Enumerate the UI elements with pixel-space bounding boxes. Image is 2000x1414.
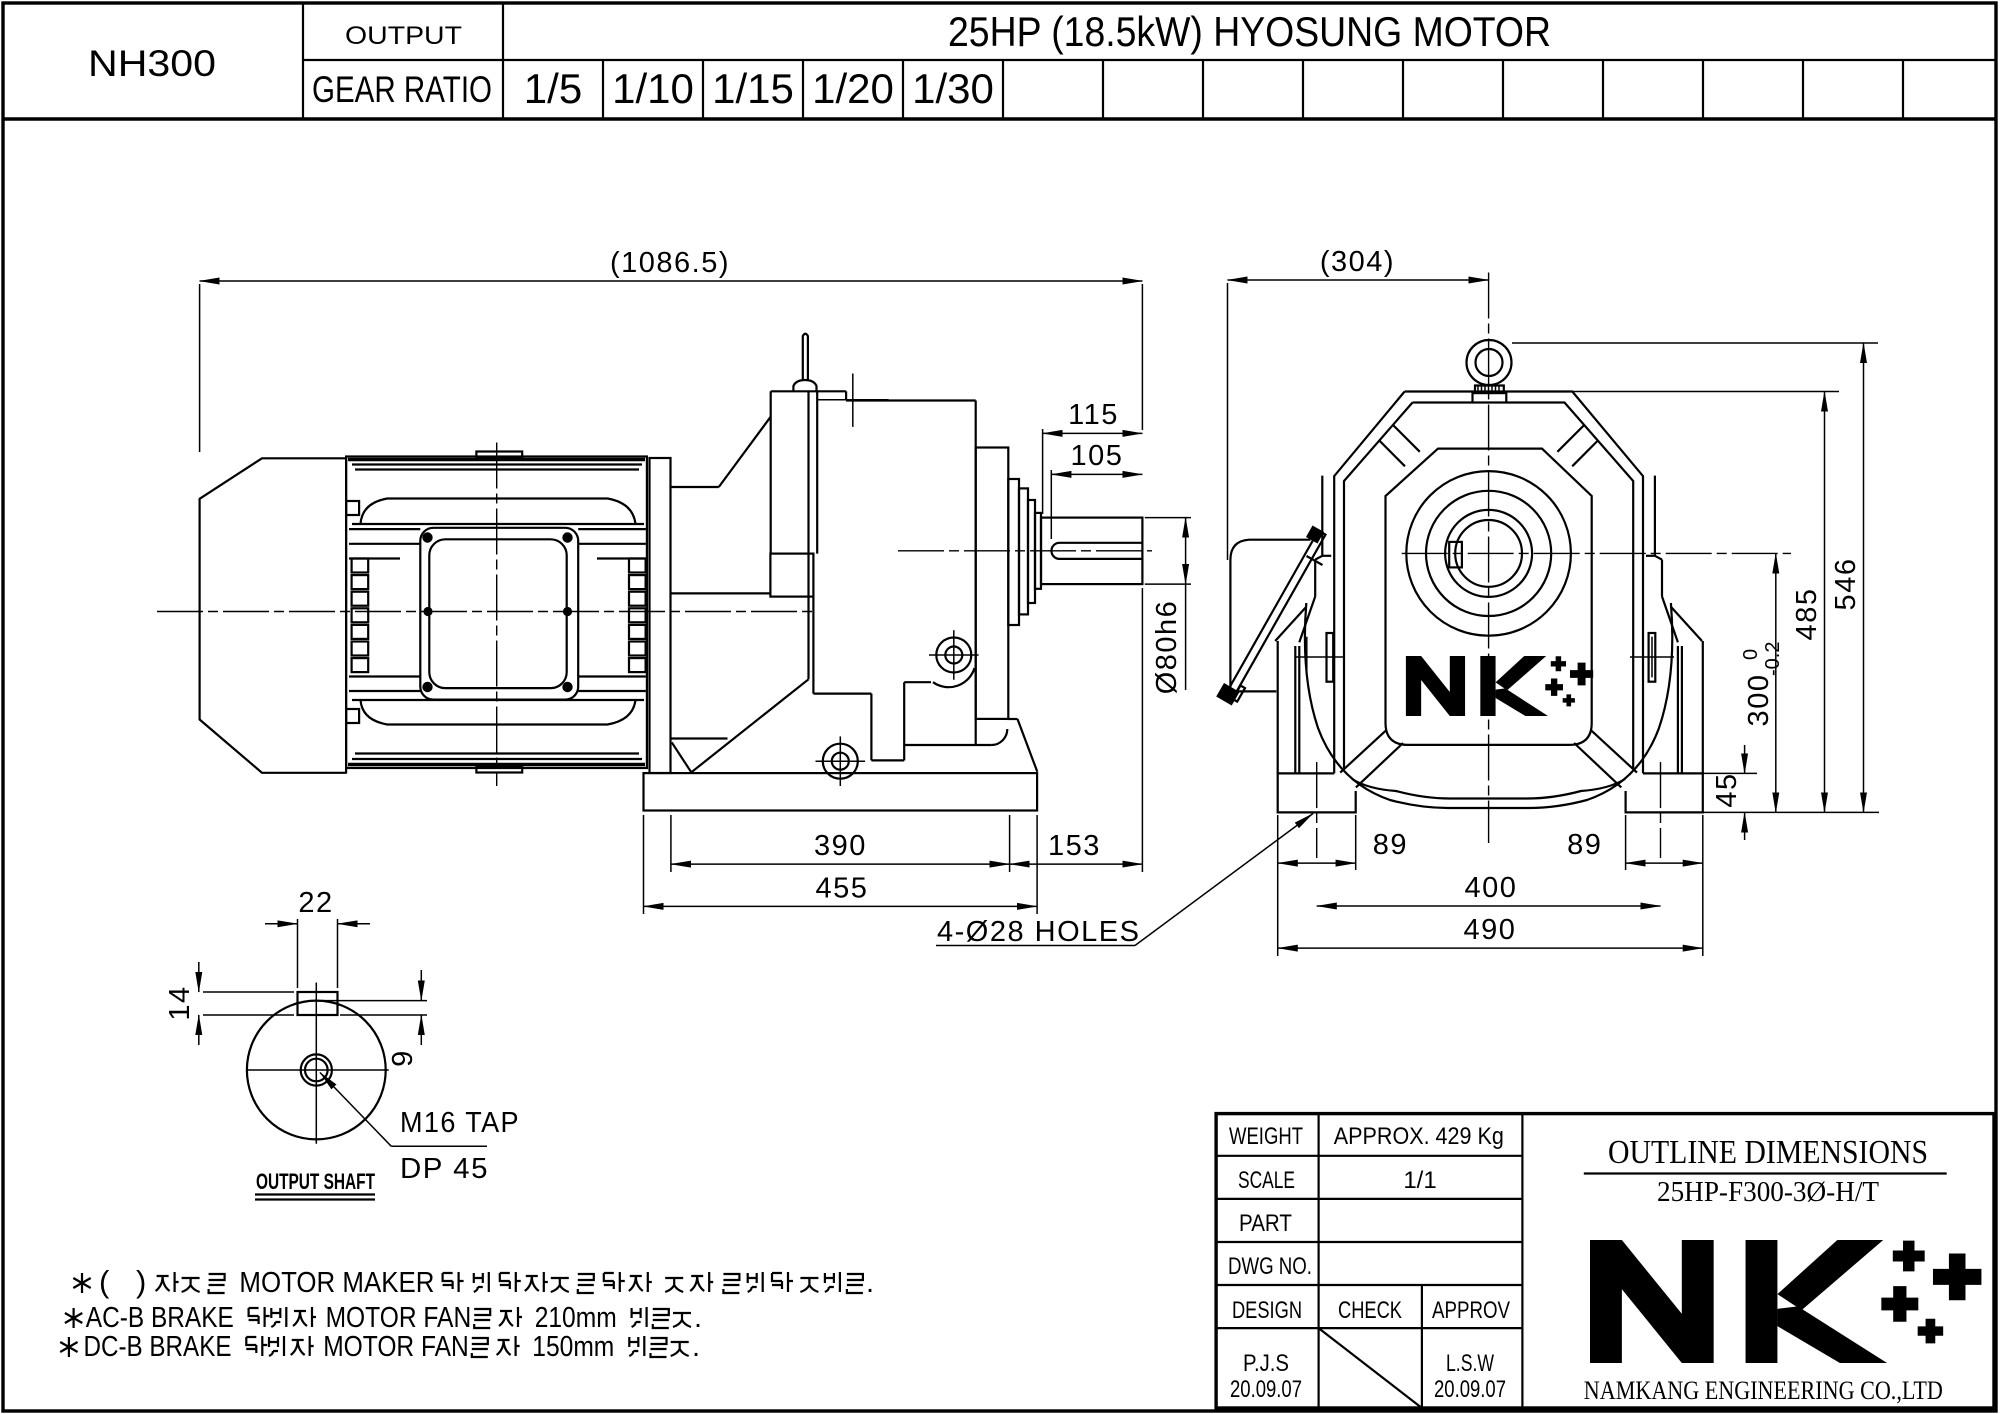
- svg-text:DWG NO.: DWG NO.: [1228, 1253, 1312, 1280]
- svg-text:300: 300: [1743, 674, 1775, 727]
- svg-text:390: 390: [814, 830, 867, 862]
- svg-text:L.S.W: L.S.W: [1446, 1350, 1494, 1377]
- svg-text:546: 546: [1830, 558, 1862, 611]
- svg-text:APPROX. 429 Kg: APPROX. 429 Kg: [1334, 1123, 1504, 1150]
- svg-text:AC-B BRAKE: AC-B BRAKE: [86, 1302, 234, 1334]
- svg-text:OUTLINE DIMENSIONS: OUTLINE DIMENSIONS: [1608, 1134, 1928, 1171]
- svg-text:M16 TAP: M16 TAP: [400, 1107, 520, 1139]
- svg-text:(1086.5): (1086.5): [610, 247, 730, 279]
- svg-text:PART: PART: [1239, 1210, 1292, 1237]
- svg-text:DC-B BRAKE: DC-B BRAKE: [84, 1331, 232, 1363]
- svg-text:89: 89: [1567, 829, 1602, 861]
- svg-text:NAMKANG ENGINEERING CO.,LTD: NAMKANG ENGINEERING CO.,LTD: [1584, 1376, 1943, 1405]
- svg-text:20.09.07: 20.09.07: [1434, 1376, 1506, 1403]
- svg-text:22: 22: [298, 887, 333, 919]
- svg-text:CHECK: CHECK: [1338, 1297, 1402, 1324]
- svg-text:485: 485: [1791, 588, 1823, 641]
- svg-text:25HP-F300-3Ø-H/T: 25HP-F300-3Ø-H/T: [1657, 1177, 1879, 1208]
- svg-text:45: 45: [1711, 772, 1743, 807]
- svg-text:): ): [136, 1264, 146, 1299]
- svg-text:25HP (18.5kW) HYOSUNG MOTOR: 25HP (18.5kW) HYOSUNG MOTOR: [948, 8, 1551, 55]
- svg-text:115: 115: [1068, 399, 1119, 431]
- svg-text:.: .: [692, 1331, 700, 1363]
- svg-text:APPROV: APPROV: [1432, 1297, 1510, 1324]
- svg-text:DP 45: DP 45: [400, 1153, 489, 1185]
- svg-text:MOTOR FAN: MOTOR FAN: [323, 1331, 469, 1363]
- svg-text:1/30: 1/30: [912, 65, 994, 112]
- svg-text:490: 490: [1464, 914, 1517, 946]
- svg-text:(304): (304): [1320, 246, 1395, 278]
- svg-text:-0.2: -0.2: [1762, 642, 1784, 676]
- svg-text:NH300: NH300: [88, 43, 216, 84]
- svg-text:210mm: 210mm: [535, 1302, 617, 1334]
- svg-text:.: .: [694, 1302, 702, 1334]
- svg-text:4-Ø28 HOLES: 4-Ø28 HOLES: [937, 916, 1140, 948]
- svg-text:105: 105: [1071, 440, 1124, 472]
- svg-text:455: 455: [816, 873, 869, 905]
- svg-text:153: 153: [1048, 830, 1101, 862]
- svg-text:OUTPUT: OUTPUT: [345, 22, 462, 50]
- svg-text:SCALE: SCALE: [1238, 1167, 1295, 1194]
- svg-text:1/5: 1/5: [524, 65, 582, 112]
- svg-text:89: 89: [1373, 829, 1408, 861]
- svg-text:DESIGN: DESIGN: [1232, 1297, 1302, 1324]
- svg-text:MOTOR FAN: MOTOR FAN: [326, 1302, 472, 1334]
- svg-text:.: .: [866, 1267, 874, 1299]
- svg-text:20.09.07: 20.09.07: [1230, 1376, 1302, 1403]
- svg-text:1/20: 1/20: [812, 65, 894, 112]
- svg-text:1/10: 1/10: [612, 65, 694, 112]
- svg-text:14: 14: [164, 985, 196, 1020]
- svg-text:OUTPUT SHAFT: OUTPUT SHAFT: [256, 1169, 375, 1194]
- svg-text:GEAR RATIO: GEAR RATIO: [312, 69, 492, 110]
- svg-text:1/15: 1/15: [712, 65, 794, 112]
- svg-text:(: (: [99, 1264, 110, 1299]
- svg-text:150mm: 150mm: [532, 1331, 614, 1363]
- svg-text:P.J.S: P.J.S: [1243, 1350, 1289, 1377]
- svg-text:9: 9: [387, 1049, 419, 1067]
- svg-text:400: 400: [1465, 872, 1518, 904]
- svg-text:1/1: 1/1: [1403, 1167, 1436, 1194]
- svg-text:0: 0: [1740, 649, 1762, 660]
- svg-text:Ø80h6: Ø80h6: [1151, 600, 1183, 695]
- svg-text:WEIGHT: WEIGHT: [1229, 1123, 1303, 1150]
- svg-text:MOTOR MAKER: MOTOR MAKER: [239, 1267, 434, 1299]
